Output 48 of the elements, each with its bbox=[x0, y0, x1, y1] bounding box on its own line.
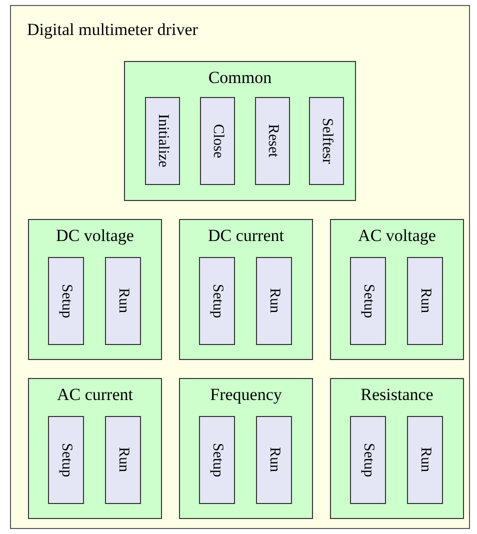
function-label: Setup bbox=[58, 284, 74, 318]
function-label: Setup bbox=[208, 284, 226, 318]
function-box bbox=[350, 416, 386, 504]
function-box bbox=[48, 257, 84, 345]
group-title: Resistance bbox=[360, 385, 434, 405]
group-box bbox=[179, 219, 313, 360]
group-box bbox=[28, 378, 162, 519]
function-box bbox=[105, 257, 141, 345]
group-title: Common bbox=[207, 68, 273, 88]
function-label: Setup bbox=[360, 284, 376, 318]
function-box bbox=[350, 257, 386, 345]
function-label: Initialize bbox=[154, 114, 171, 168]
group-box bbox=[124, 61, 356, 201]
function-box bbox=[407, 416, 443, 504]
function-label: Setup bbox=[58, 442, 74, 478]
function-label: Run bbox=[266, 288, 282, 314]
driver-panel bbox=[10, 5, 470, 529]
function-box bbox=[256, 416, 292, 504]
function-label: Setup bbox=[208, 442, 226, 478]
group-box bbox=[28, 219, 162, 360]
function-label: Selftesr bbox=[318, 118, 335, 164]
function-box bbox=[145, 97, 180, 185]
function-box bbox=[255, 97, 290, 185]
group-title: Frequency bbox=[209, 385, 283, 405]
function-label: Run bbox=[114, 288, 132, 314]
function-box bbox=[199, 416, 235, 504]
panel-title: Digital multimeter driver bbox=[27, 20, 198, 40]
function-box bbox=[105, 416, 141, 504]
group-box bbox=[330, 378, 464, 519]
group-title: DC voltage bbox=[55, 226, 135, 246]
function-label: Run bbox=[416, 447, 434, 472]
function-label: Run bbox=[266, 447, 282, 472]
function-label: Run bbox=[416, 288, 434, 314]
group-title: DC current bbox=[206, 226, 285, 246]
group-title: AC voltage bbox=[357, 226, 437, 246]
function-label: Run bbox=[114, 447, 132, 472]
group-box bbox=[179, 378, 313, 519]
function-box bbox=[48, 416, 84, 504]
function-box bbox=[309, 97, 344, 185]
function-box bbox=[200, 97, 235, 185]
group-title: AC current bbox=[56, 385, 134, 405]
group-box bbox=[330, 219, 464, 360]
function-box bbox=[199, 257, 235, 345]
function-label: Reset bbox=[264, 124, 281, 158]
function-label: Setup bbox=[360, 442, 376, 478]
function-box bbox=[407, 257, 443, 345]
function-label: Close bbox=[209, 124, 226, 158]
function-box bbox=[256, 257, 292, 345]
